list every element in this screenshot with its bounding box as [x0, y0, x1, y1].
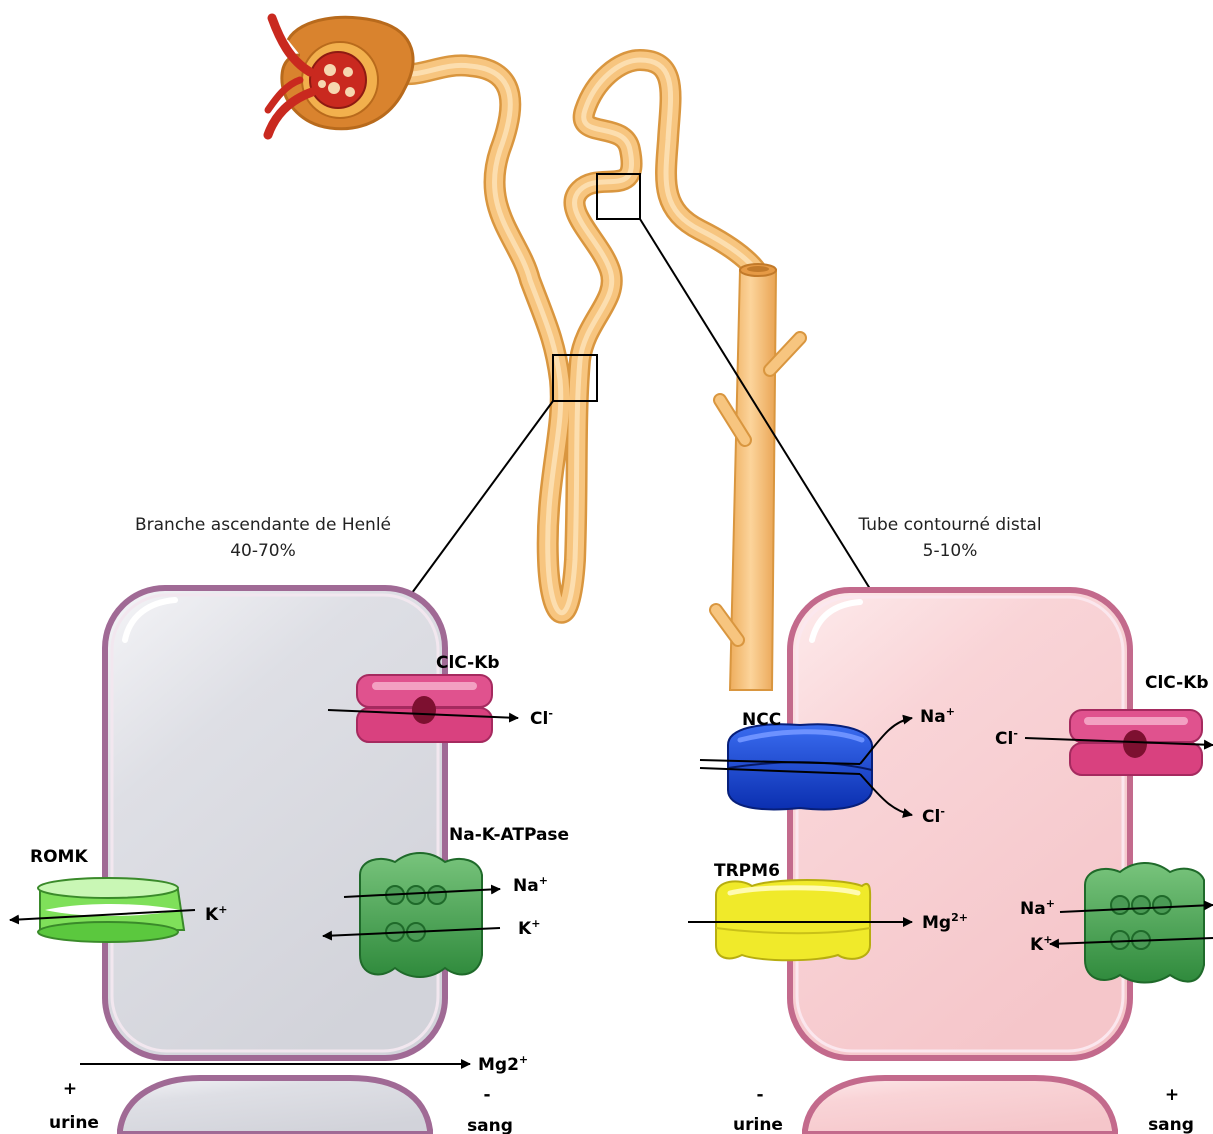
right-urine-label: urine	[733, 1115, 783, 1134]
right-section-title: Tube contourné distal	[857, 515, 1041, 535]
left-cell	[105, 588, 445, 1058]
right-plus-sign: +	[1165, 1085, 1179, 1105]
clckb-label-left: ClC-Kb	[436, 653, 500, 673]
clckb-label-right: ClC-Kb	[1145, 673, 1209, 693]
right-section-percent: 5-10%	[923, 541, 978, 561]
left-cell-lower	[120, 1078, 430, 1134]
ncc-label: NCC	[742, 710, 781, 730]
trpm6-channel	[716, 880, 870, 960]
left-sang-label: sang	[467, 1116, 513, 1134]
left-urine-label: urine	[49, 1113, 99, 1133]
nak-atpase-left	[360, 853, 482, 977]
glomerulus	[268, 17, 413, 135]
left-plus-sign: +	[63, 1079, 77, 1099]
left-section-percent: 40-70%	[230, 541, 296, 561]
romk-label: ROMK	[30, 847, 88, 867]
mg-label-left: Mg2+	[478, 1053, 528, 1075]
nephron-tubule	[395, 60, 760, 613]
trpm6-label: TRPM6	[714, 861, 780, 881]
cl-label-left: Cl-	[530, 707, 553, 729]
right-cell-lower	[805, 1078, 1115, 1134]
clckb-channel-left	[357, 675, 492, 742]
ncc-transporter	[728, 724, 872, 809]
k-label-left: K+	[518, 917, 540, 939]
romk-channel	[38, 878, 184, 942]
nak-atpase-right	[1085, 863, 1204, 983]
left-section-title: Branche ascendante de Henlé	[135, 515, 391, 535]
na-label-left: Na+	[513, 874, 548, 896]
left-minus-sign: -	[483, 1085, 490, 1105]
right-minus-sign: -	[756, 1085, 763, 1105]
right-sang-label: sang	[1148, 1115, 1194, 1134]
right-cell	[790, 590, 1130, 1058]
collecting-duct	[716, 264, 800, 690]
zoom-indicators	[398, 174, 872, 612]
nak-label-left: Na-K-ATPase	[449, 825, 569, 845]
